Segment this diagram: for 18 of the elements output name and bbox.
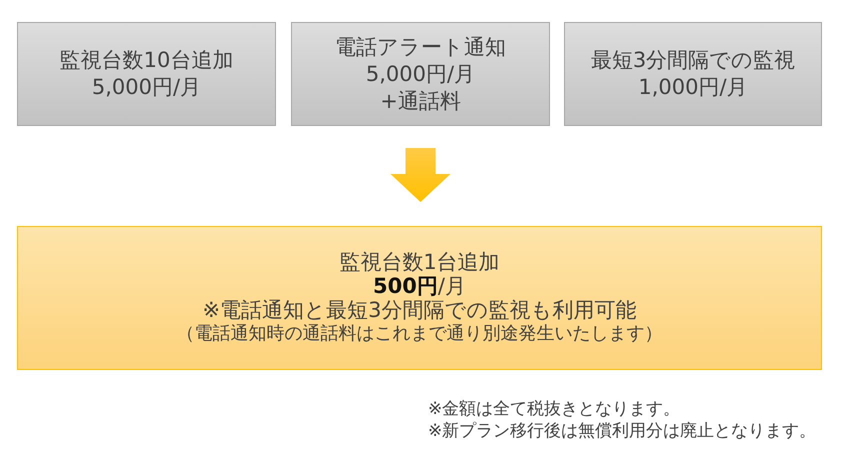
price-text: 1,000円/月 [638,74,748,101]
option-box [17,22,276,126]
option-title: 監視台数10台追加 [60,47,234,74]
down-arrow [390,148,450,202]
price-text: 500円/月 [373,274,466,298]
price-text: 5,000円/月 [366,60,476,88]
plan-title: 監視台数1台追加 [339,250,500,274]
plan-box [17,226,822,370]
feature-note: ※電話通知と最短3分間隔での監視も利用可能 [202,298,636,322]
fee-note: +通話料 [380,88,461,114]
option-box [291,22,550,126]
option-box [564,22,822,126]
price-text: 5,000円/月 [92,74,202,101]
option-title: 電話アラート通知 [335,34,506,60]
footnote: ※新プラン移行後は無償利用分は廃止となります。 [428,420,816,442]
option-title: 最短3分間隔での監視 [590,47,796,74]
footnote: ※金額は全て税抜きとなります。 [428,398,680,420]
fee-note: （電話通知時の通話料はこれまで通り別途発生いたします） [176,322,662,346]
